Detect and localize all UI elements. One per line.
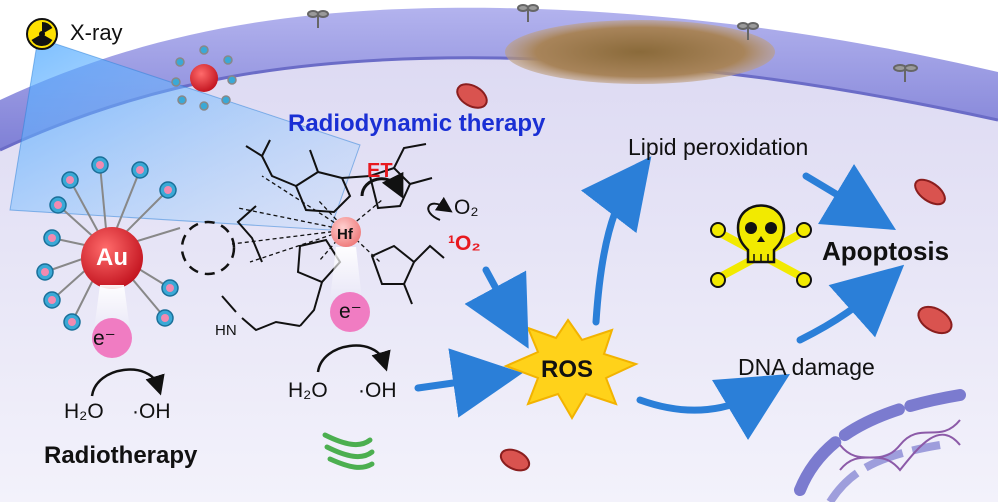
reaction-arrow-rdt xyxy=(316,344,391,373)
lipid-peroxidation-label: Lipid peroxidation xyxy=(628,134,809,160)
water-label-radiotherapy: H₂O xyxy=(64,400,104,423)
hn-label: HN xyxy=(215,322,237,339)
radiotherapy-label: Radiotherapy xyxy=(44,442,198,469)
membrane-lesion xyxy=(505,20,775,84)
au-label: Au xyxy=(96,244,128,271)
o2-label: O₂ xyxy=(454,196,479,219)
ros-label: ROS xyxy=(541,356,594,383)
electron-label-au: e⁻ xyxy=(93,327,116,350)
ros-burst xyxy=(503,318,639,420)
radiodynamic-therapy-label: Radiodynamic therapy xyxy=(288,110,546,137)
reaction-arrow-o2 xyxy=(427,196,453,221)
hydroxyl-label-rdt: ·OH xyxy=(358,379,397,402)
hf-ion xyxy=(331,217,361,247)
nucleus-envelope xyxy=(794,389,966,496)
mitochondria-icon xyxy=(456,83,953,472)
skull-crossbones-icon xyxy=(710,204,812,288)
reaction-arrow-radiotherapy xyxy=(90,368,165,397)
dna-damage-label: DNA damage xyxy=(738,354,875,380)
apoptosis-label: Apoptosis xyxy=(822,236,950,266)
dna-icon xyxy=(839,419,961,472)
receptor-icon xyxy=(307,4,918,82)
radiation-icon xyxy=(26,18,58,50)
hydroxyl-label-radiotherapy: ·OH xyxy=(132,400,171,423)
hf-label: Hf xyxy=(337,226,353,243)
golgi-icon xyxy=(322,432,375,470)
hf-complex xyxy=(221,139,445,332)
ligand-highlight xyxy=(180,220,236,276)
xray-label: X-ray xyxy=(70,20,123,45)
nucleus-envelope-2 xyxy=(826,441,941,502)
electron-label-hf: e⁻ xyxy=(339,300,362,323)
singlet-oxygen-label: ¹O₂ xyxy=(448,232,481,255)
electron-hf xyxy=(330,292,370,332)
pathway-arrows xyxy=(414,156,905,441)
water-label-rdt: H₂O xyxy=(288,379,328,402)
et-label: ET xyxy=(367,160,393,182)
et-arrow xyxy=(360,171,404,199)
membrane-nanoparticle xyxy=(171,45,237,111)
au-nanoparticle xyxy=(36,156,181,358)
